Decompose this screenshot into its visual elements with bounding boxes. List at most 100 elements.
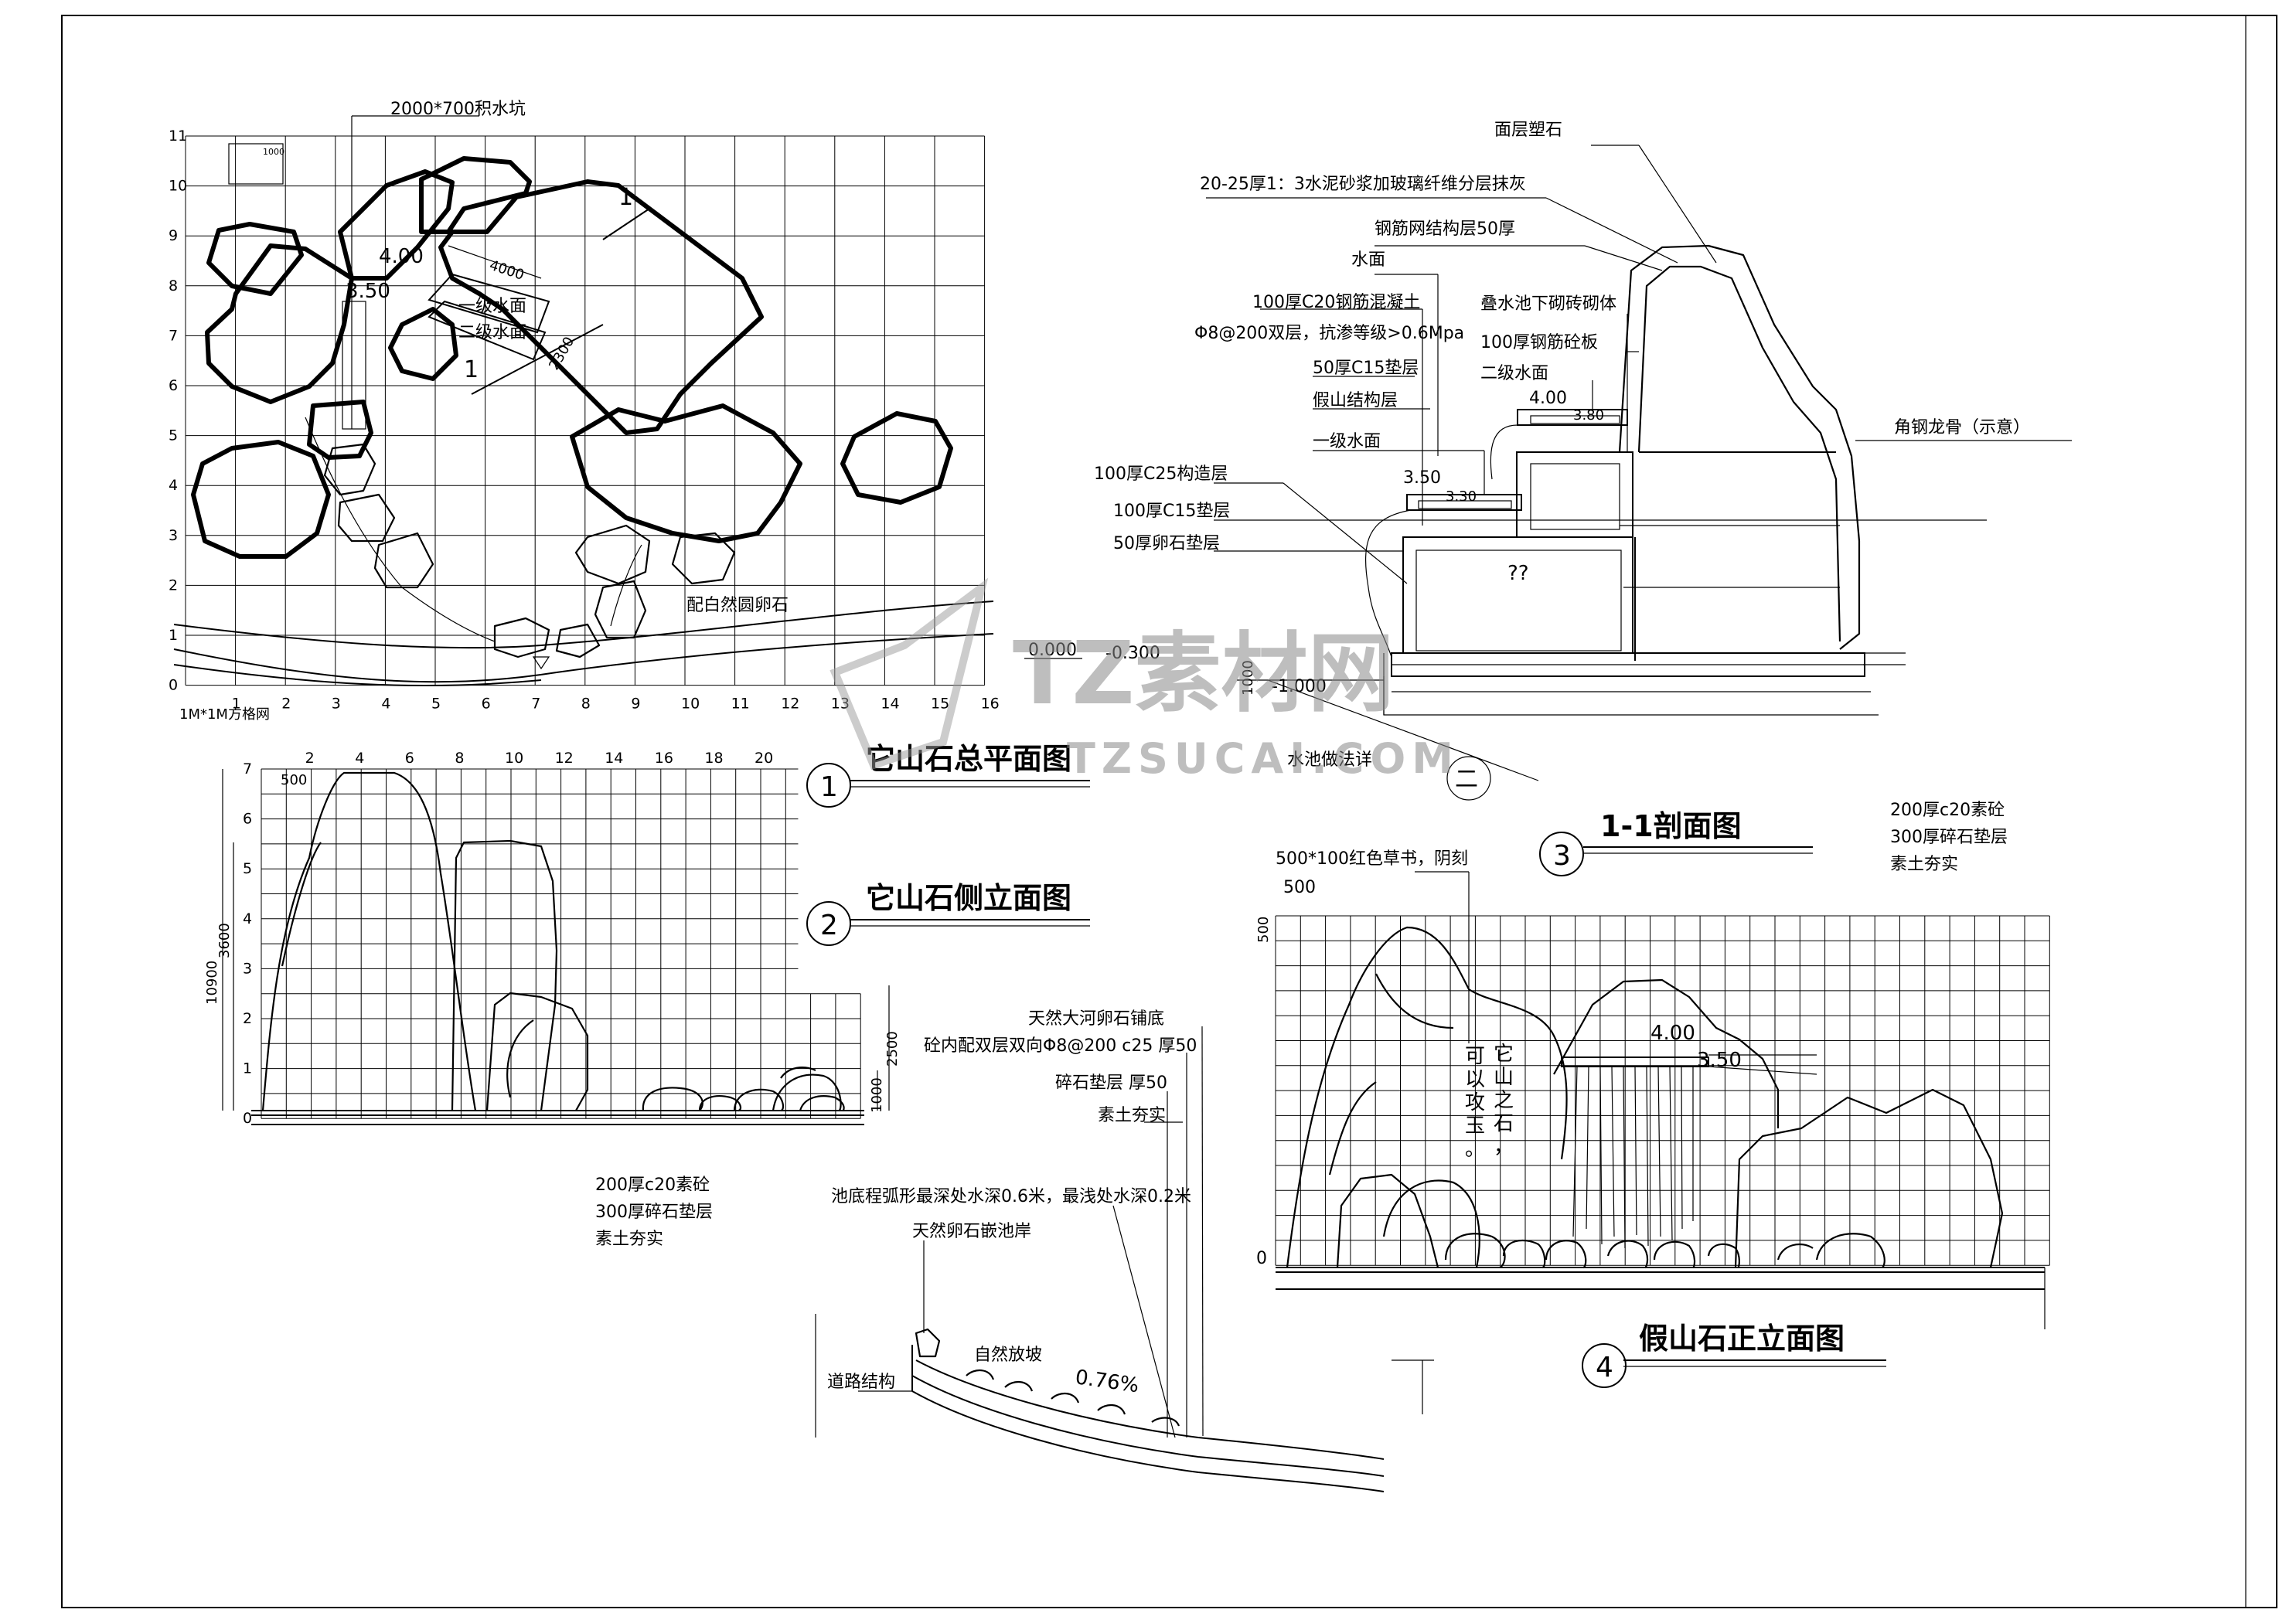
side-x-tick: 18 [704,750,723,767]
section-callout-text: 二 [1455,766,1478,793]
plan-rock-thin-6 [574,524,651,585]
plan-rock-h [570,403,802,543]
plan-x-tick: 8 [581,696,591,713]
section-title: 1-1剖面图 [1600,809,1742,843]
watermark-logo-shape [829,577,989,771]
side-title-number: 2 [820,910,838,941]
pond-label-0: 天然大河卵石铺底 [1028,1009,1164,1029]
pond-label-5: 天然卵石嵌池岸 [912,1222,1031,1241]
plan-y-tick: 5 [169,427,178,444]
plan-y-tick: 8 [169,277,178,294]
plan-rock-thin-1 [323,443,376,496]
section-brick-upper-inner [1530,463,1620,530]
pond-label-2: 碎石垫层 厚50 [1055,1073,1167,1093]
side-note-3: 素土夯实 [595,1230,663,1249]
plan-level-350: 3.50 [346,280,390,303]
section-ground-fill [1383,676,1879,716]
side-x-tick: 14 [605,750,623,767]
side-cobble-2 [698,1095,742,1112]
side-cobble-3 [733,1088,785,1112]
plan-rock-e [307,400,373,460]
plan-rock-d [338,169,455,281]
section-label-11: 50厚卵石垫层 [1113,534,1220,553]
pond-label-1: 砼内配双层双向Φ8@200 c25 厚50 [924,1036,1197,1056]
front-note: 500*100红色草书，阴刻 [1276,849,1468,869]
front-grid [1275,915,2050,1266]
side-grid [261,768,861,1119]
side-y-tick: 2 [243,1010,252,1027]
side-y-tick: 5 [243,860,252,877]
section-lv-400: 4.00 [1529,389,1567,408]
pond-bed-2 [911,1390,1385,1492]
plan-dim-4000: 4000 [487,257,526,284]
plan-ground-line-2 [173,633,994,683]
plan-rock-a [206,222,304,296]
side-rock-low-inner [506,1019,534,1098]
plan-section-mark-2: 1 [464,356,479,383]
pond-label-7: 道路结构 [827,1373,895,1392]
side-x-tick: 10 [505,750,523,767]
section-waterfall-2 [1490,424,1518,480]
plan-x-tick: 4 [381,696,390,713]
plan-water-2: 二级水面 [458,323,526,342]
pond-leader-5 [1112,1205,1176,1438]
plan-y-tick: 0 [169,677,178,694]
plan-dim-1000: 1000 [263,147,284,157]
plan-y-tick: 7 [169,327,178,344]
section-label-3: 水面 [1351,250,1385,270]
section-note-3: 素土夯实 [1890,855,1958,874]
section-rock-inner [1637,265,1841,642]
section-note-2: 300厚碎石垫层 [1890,828,2008,847]
side-y-tick: 6 [243,811,252,828]
plan-x-tick: 1 [232,696,241,713]
watermark: TZ素材网 TZSUCAI.COM [829,577,1460,783]
section-lv-m1000: -1.000 [1272,677,1327,696]
section-lv-380: 3.80 [1573,407,1604,424]
plan-x-tick: 9 [631,696,640,713]
plan-x-tick: 2 [281,696,291,713]
front-title-number: 4 [1596,1352,1613,1383]
pond-label-4: 池底程弧形最深处水深0.6米，最浅处水深0.2米 [831,1187,1191,1206]
section-label-1: 20-25厚1：3水泥砂浆加玻璃纤维分层抹灰 [1200,175,1526,194]
section-label-2: 钢筋网结构层50厚 [1375,219,1515,239]
side-rock-low [485,992,589,1111]
plan-x-tick: 10 [681,696,700,713]
plan-rock-thin-5 [594,580,647,639]
pond-label-6: 自然放坡 [974,1346,1042,1365]
side-title-circle [806,901,851,946]
side-y-tick: 7 [243,760,252,777]
side-cobble-1 [642,1087,703,1111]
pond-bed-1 [911,1375,1385,1477]
watermark-url: TZSUCAI.COM [1067,734,1460,783]
side-x-tick: 6 [405,750,414,767]
pond-detail: 天然大河卵石铺底 砼内配双层双向Φ8@200 c25 厚50 碎石垫层 厚50 … [815,1009,1434,1492]
plan-rock-thin-4 [493,617,550,658]
pond-slope: 0.76% [1074,1366,1140,1397]
section-lower-water [1418,500,1512,509]
side-rock-tall [261,771,477,1111]
plan-y-tick: 2 [169,577,178,594]
section-view: ?? 面层塑石 [1024,121,2072,876]
section-label-7: 假山结构层 [1313,391,1398,410]
plan-water-1: 一级水面 [458,297,526,316]
plan-stream [305,417,496,642]
plan-rock-thin-3 [373,532,434,589]
section-brick-upper [1516,451,1633,538]
plan-y-tick: 3 [169,527,178,544]
plan-basin-1 [428,273,550,334]
front-rock-left-inner [1328,973,1454,1176]
plan-y-tick: 10 [169,178,187,195]
plan-ground-line-1 [173,601,994,649]
watermark-brand: TZ素材网 [1013,624,1395,724]
section-lower-basin [1406,494,1522,511]
plan-pit [342,301,366,430]
side-x-tick: 2 [305,750,315,767]
section-title-number: 3 [1553,840,1571,872]
section-rock-outer [1618,244,1861,650]
plan-basin-2 [428,300,547,361]
plan-y-tick: 9 [169,227,178,244]
front-elevation: 500*100红色草书，阴刻 500 500 0 它山之石， 可以攻玉。 4.0… [1255,849,2050,1388]
leader-1b [1638,145,1717,264]
